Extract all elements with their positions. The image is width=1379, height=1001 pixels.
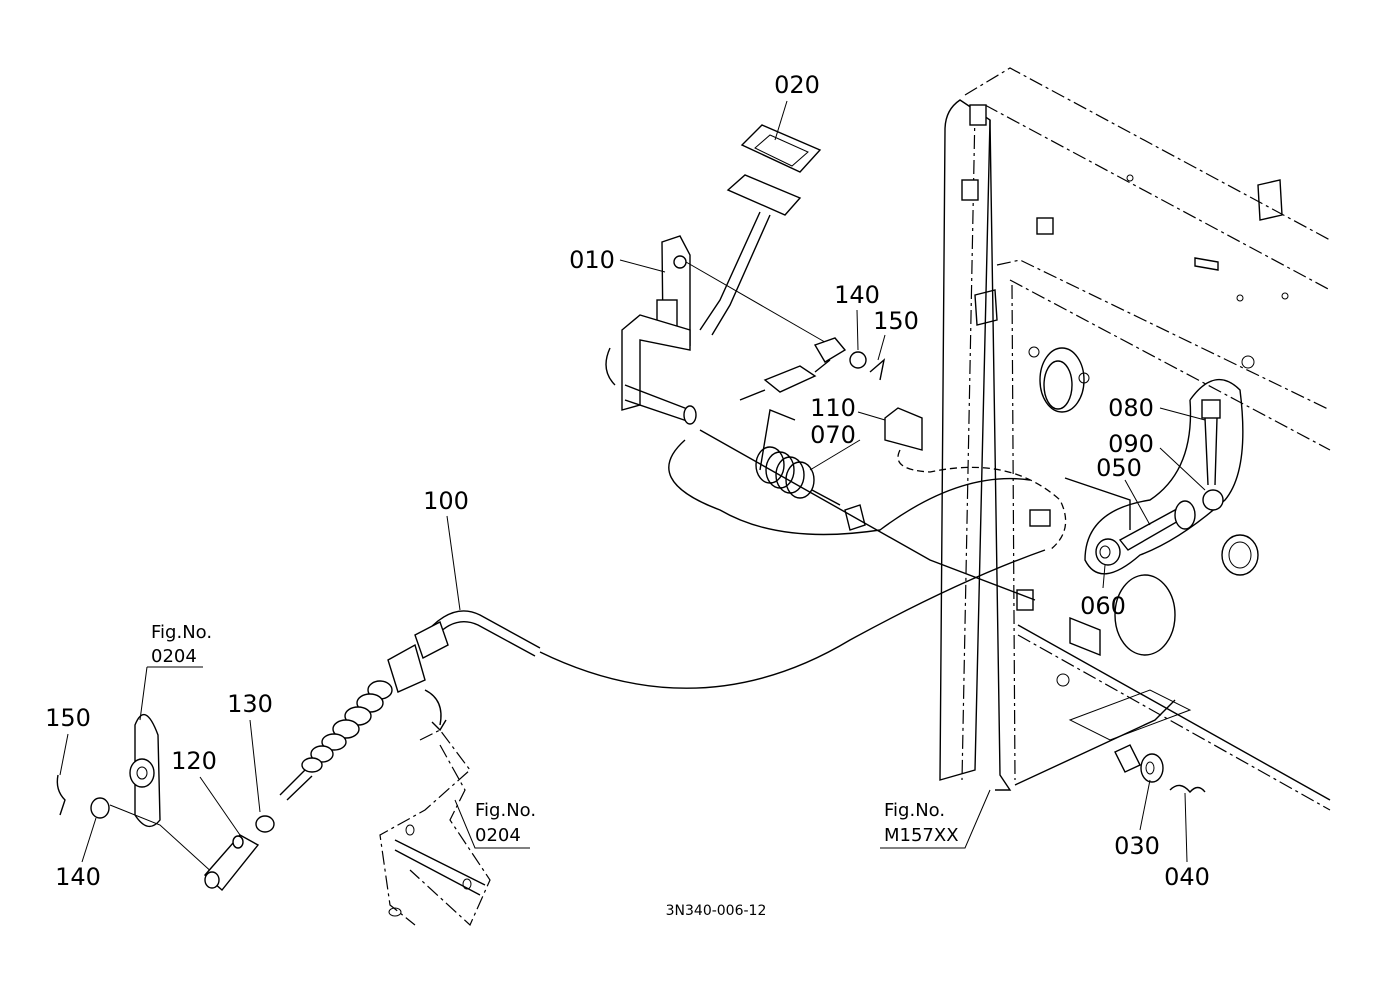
svg-text:Fig.No.: Fig.No. (884, 800, 945, 821)
label-150-top: 150 (873, 307, 919, 335)
drawing-code: 3N340-006-12 (666, 903, 767, 919)
label-100: 100 (423, 487, 469, 515)
svg-text:0204: 0204 (151, 646, 197, 667)
svg-text:Fig.No.: Fig.No. (151, 622, 212, 643)
figure-ref-frame: Fig.No. M157XX (884, 800, 959, 846)
figure-ref-bracket: Fig.No. 0204 (475, 800, 536, 846)
label-070: 070 (810, 421, 856, 449)
label-080: 080 (1108, 394, 1154, 422)
label-030: 030 (1114, 832, 1160, 860)
linkage-parts (668, 261, 1067, 601)
frame-panel (939, 67, 1331, 811)
label-140-left: 140 (55, 863, 101, 891)
lever-parts (56, 713, 260, 892)
svg-text:M157XX: M157XX (884, 825, 959, 846)
label-090: 090 (1108, 430, 1154, 458)
bracket-0204 (379, 729, 491, 927)
label-010: 010 (569, 246, 615, 274)
leader-lines (59, 100, 1206, 863)
cable-100 (255, 549, 1046, 833)
label-060: 060 (1080, 592, 1126, 620)
label-140-top: 140 (834, 281, 880, 309)
label-040: 040 (1164, 863, 1210, 891)
label-150-left: 150 (45, 704, 91, 732)
part-labels: 020 010 140 150 110 070 080 090 050 060 … (45, 71, 1210, 891)
label-050: 050 (1096, 454, 1142, 482)
label-020: 020 (774, 71, 820, 99)
figure-ref-left: Fig.No. 0204 (151, 622, 212, 667)
label-120: 120 (171, 747, 217, 775)
label-130: 130 (227, 690, 273, 718)
bolt-group (1084, 378, 1244, 575)
brake-pedal-assembly (605, 124, 822, 425)
svg-text:0204: 0204 (475, 825, 521, 846)
rubber-boot (301, 680, 393, 773)
label-110: 110 (810, 394, 856, 422)
spring-070 (755, 446, 841, 506)
svg-text:Fig.No.: Fig.No. (475, 800, 536, 821)
lower-pin-group (1114, 744, 1206, 794)
